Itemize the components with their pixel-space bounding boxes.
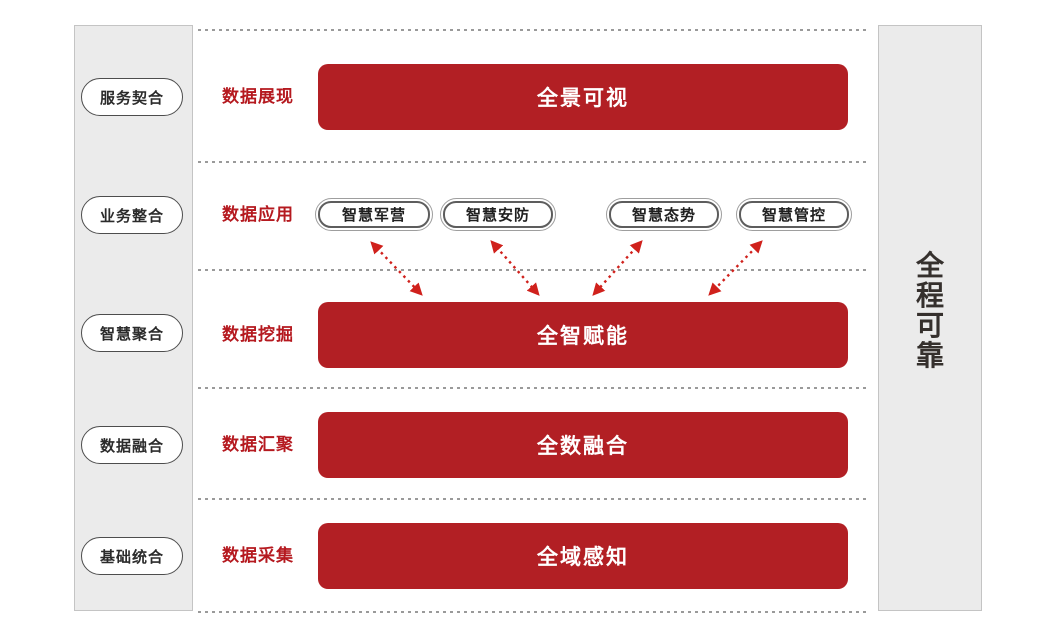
divider-row4-row5: [198, 498, 868, 500]
divider-row3-row4: [198, 387, 868, 389]
capability-pill-basic-unification: 基础统合: [81, 537, 183, 575]
divider-row2-row3: [198, 269, 868, 271]
layer-bar-full-domain-sensing: 全域感知: [318, 523, 848, 589]
row-label-data-mining: 数据挖掘: [222, 325, 294, 344]
row-label-data-presentation: 数据展现: [222, 87, 294, 106]
layer-bar-panorama-visual: 全景可视: [318, 64, 848, 130]
arrow-smart-situation: [592, 240, 643, 296]
divider-row1-row2: [198, 161, 868, 163]
row-label-data-collection: 数据采集: [222, 546, 294, 565]
right-assurance-panel: [878, 25, 982, 611]
capability-pill-smart-aggregation: 智慧聚合: [81, 314, 183, 352]
app-pill-smart-security-label: 智慧安防: [443, 201, 553, 228]
divider-top: [198, 29, 868, 31]
row-label-data-convergence: 数据汇聚: [222, 435, 294, 454]
app-pill-smart-situation-label: 智慧态势: [609, 201, 719, 228]
capability-pill-business-integration: 业务整合: [81, 196, 183, 234]
app-pill-smart-situation: 智慧态势: [606, 198, 722, 231]
divider-bottom: [198, 611, 868, 613]
row-label-data-application: 数据应用: [222, 205, 294, 224]
layer-bar-full-data-fusion: 全数融合: [318, 412, 848, 478]
app-pill-smart-control-label: 智慧管控: [739, 201, 849, 228]
arrow-smart-control: [708, 240, 763, 296]
capability-pill-service-fit: 服务契合: [81, 78, 183, 116]
capability-pill-data-fusion: 数据融合: [81, 426, 183, 464]
layer-bar-full-intelligence: 全智赋能: [318, 302, 848, 368]
app-pill-smart-control: 智慧管控: [736, 198, 852, 231]
app-pill-smart-security: 智慧安防: [440, 198, 556, 231]
app-pill-smart-barracks: 智慧军营: [315, 198, 433, 231]
app-pill-smart-barracks-label: 智慧军营: [318, 201, 430, 228]
vertical-label-full-process-reliability: 全程可靠: [915, 250, 944, 371]
arrow-smart-security: [490, 240, 540, 296]
